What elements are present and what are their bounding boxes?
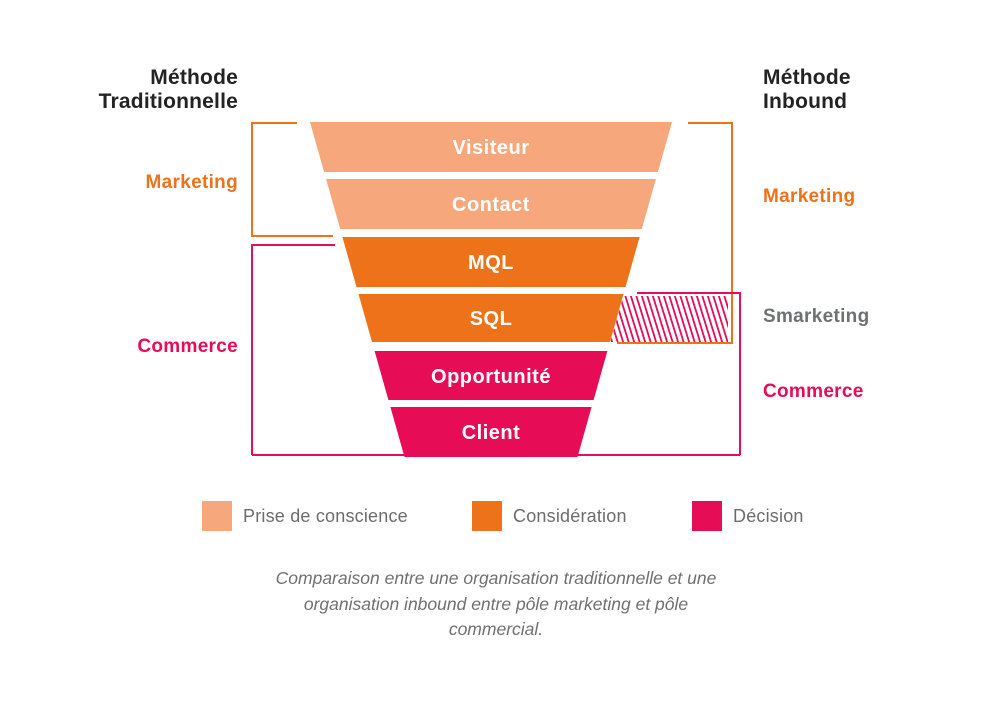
legend-label-decision: Décision <box>733 505 804 526</box>
header-traditional-line2: Traditionnelle <box>98 90 238 113</box>
funnel-stage-label-client: Client <box>462 422 521 444</box>
bracket-traditional-commerce <box>251 244 335 455</box>
smarketing-hatch-pattern <box>610 296 728 342</box>
legend-swatch-awareness <box>202 501 232 531</box>
header-inbound-line2: Inbound <box>763 90 848 113</box>
caption-line: organisation inbound entre pôle marketin… <box>303 593 689 614</box>
funnel-stage-sql <box>358 294 624 342</box>
label-traditional-commerce: Commerce <box>137 336 238 357</box>
funnel-stage-label-sql: SQL <box>470 308 513 330</box>
caption-line: Comparaison entre une organisation tradi… <box>275 568 717 588</box>
header-inbound-line1: Méthode <box>763 66 851 89</box>
bracket-inbound-marketing <box>617 122 733 344</box>
funnel-stage-mql <box>342 237 640 287</box>
legend-item-decision: Décision <box>692 501 804 531</box>
label-traditional-marketing: Marketing <box>145 172 238 193</box>
legend-item-awareness: Prise de conscience <box>202 501 408 531</box>
funnel: Visiteur Contact MQL SQL Opportunité Cli… <box>310 122 672 457</box>
bracket-inbound-commerce <box>637 292 741 455</box>
funnel-stage-label-contact: Contact <box>452 194 530 216</box>
legend-swatch-consideration <box>472 501 502 531</box>
header-traditional-line1: Méthode <box>150 66 238 89</box>
bracket-traditional-marketing <box>251 122 333 237</box>
header-traditional: Méthode Traditionnelle <box>99 66 238 114</box>
funnel-stage-label-visiteur: Visiteur <box>453 137 530 159</box>
funnel-stage-opportunite <box>374 351 608 400</box>
label-inbound-smarketing: Smarketing <box>763 306 870 327</box>
label-inbound-commerce: Commerce <box>763 381 864 402</box>
header-inbound: Méthode Inbound <box>763 66 851 114</box>
legend-item-consideration: Considération <box>472 501 627 531</box>
funnel-stage-visiteur <box>310 122 672 172</box>
legend-label-awareness: Prise de conscience <box>243 505 408 526</box>
caption-line: commercial. <box>448 619 544 639</box>
funnel-stage-contact <box>326 179 656 229</box>
funnel-stage-label-opportunite: Opportunité <box>431 366 551 388</box>
funnel-stage-client <box>390 407 592 457</box>
label-inbound-marketing: Marketing <box>763 186 856 207</box>
funnel-stage-label-mql: MQL <box>468 252 514 274</box>
legend-label-consideration: Considération <box>513 505 627 526</box>
caption: Comparaison entre une organisation tradi… <box>246 566 746 643</box>
legend-swatch-decision <box>692 501 722 531</box>
